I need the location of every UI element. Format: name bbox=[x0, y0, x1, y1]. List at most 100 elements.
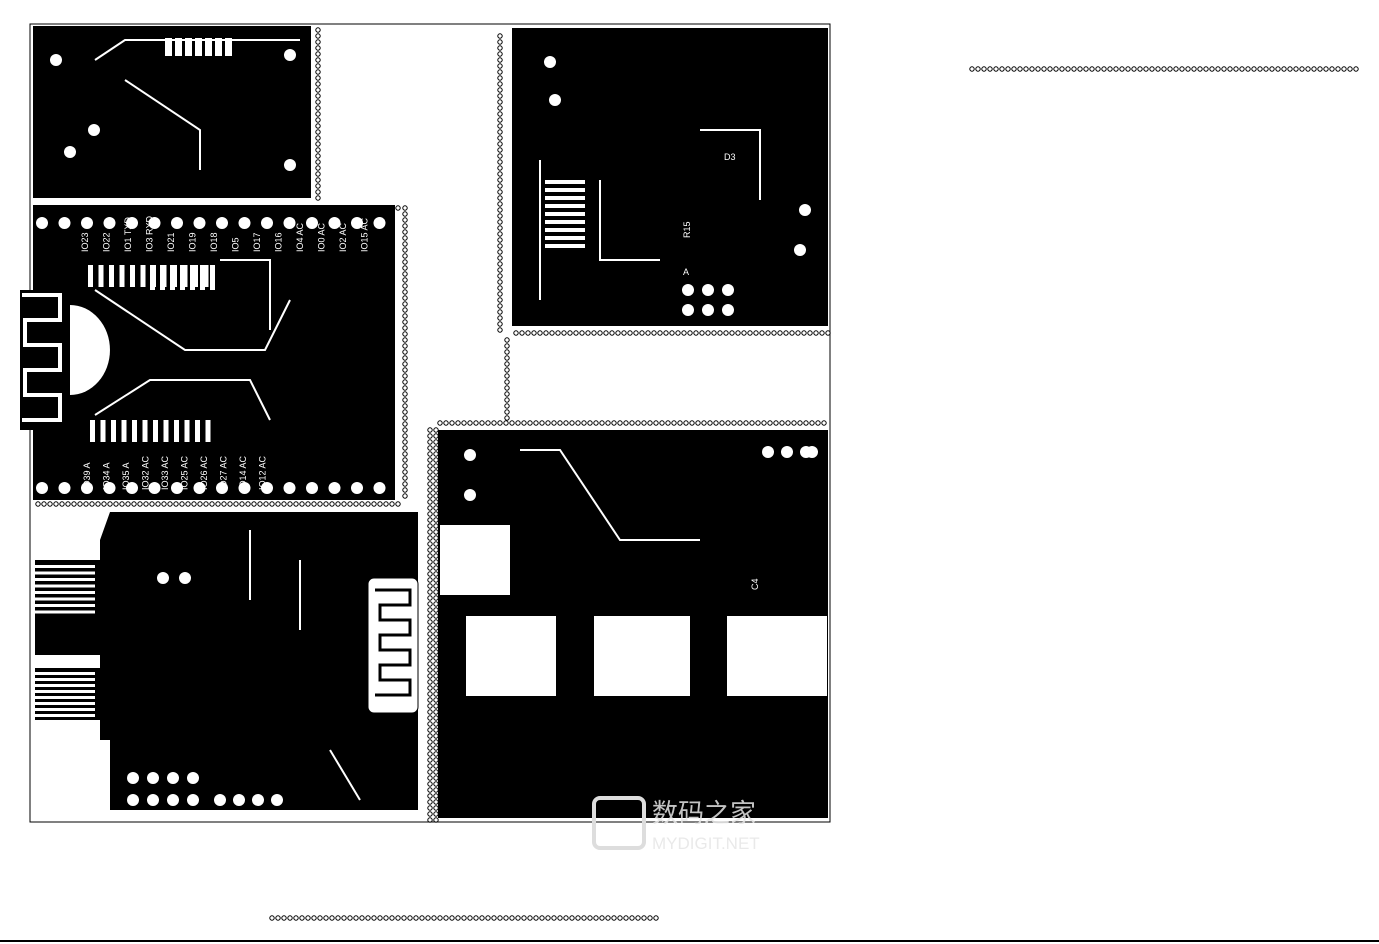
watermark-logo: 数码之家 MYDIGIT.NET bbox=[592, 796, 760, 853]
via bbox=[599, 420, 605, 426]
module-cutout-1 bbox=[466, 616, 556, 696]
via bbox=[427, 733, 433, 739]
via bbox=[497, 285, 503, 291]
via bbox=[651, 330, 657, 336]
via bbox=[497, 159, 503, 165]
via bbox=[1155, 66, 1161, 72]
via bbox=[315, 81, 321, 87]
via bbox=[433, 739, 439, 745]
ic-pad bbox=[545, 180, 585, 184]
via bbox=[491, 915, 497, 921]
via bbox=[402, 355, 408, 361]
header-pad bbox=[283, 217, 296, 229]
via bbox=[353, 501, 359, 507]
via bbox=[402, 373, 408, 379]
smd-pad bbox=[111, 420, 116, 442]
via bbox=[735, 330, 741, 336]
via bbox=[597, 330, 603, 336]
via bbox=[427, 493, 433, 499]
via bbox=[433, 493, 439, 499]
via bbox=[427, 529, 433, 535]
via bbox=[581, 915, 587, 921]
header-pad bbox=[58, 217, 71, 229]
via bbox=[433, 649, 439, 655]
via bbox=[681, 330, 687, 336]
via bbox=[89, 501, 95, 507]
via bbox=[402, 289, 408, 295]
via bbox=[359, 501, 365, 507]
via bbox=[563, 915, 569, 921]
via bbox=[107, 501, 113, 507]
via bbox=[999, 66, 1005, 72]
via bbox=[427, 649, 433, 655]
edge-finger bbox=[35, 565, 95, 568]
pin-label: IO32 AC bbox=[141, 455, 151, 490]
via bbox=[525, 330, 531, 336]
header-pad bbox=[351, 482, 363, 494]
via bbox=[427, 601, 433, 607]
via bbox=[433, 769, 439, 775]
via bbox=[315, 99, 321, 105]
via bbox=[504, 337, 510, 343]
via bbox=[427, 745, 433, 751]
via bbox=[315, 93, 321, 99]
pin-label: IO21 bbox=[166, 232, 176, 252]
header-pad bbox=[328, 482, 341, 494]
via bbox=[433, 775, 439, 781]
via bbox=[1329, 66, 1335, 72]
pin-label: IO17 bbox=[252, 232, 262, 252]
smd-pad bbox=[225, 38, 232, 56]
via bbox=[402, 415, 408, 421]
via bbox=[427, 685, 433, 691]
via bbox=[617, 420, 623, 426]
via bbox=[557, 915, 563, 921]
smd-pad bbox=[150, 265, 155, 290]
via bbox=[433, 625, 439, 631]
via bbox=[497, 201, 503, 207]
via bbox=[433, 445, 439, 451]
via bbox=[427, 721, 433, 727]
via bbox=[801, 330, 807, 336]
via bbox=[433, 547, 439, 553]
via bbox=[497, 51, 503, 57]
pin-pad bbox=[722, 284, 734, 296]
via bbox=[315, 135, 321, 141]
via bbox=[413, 915, 419, 921]
via bbox=[427, 445, 433, 451]
via bbox=[245, 205, 251, 211]
header-pad bbox=[103, 217, 116, 229]
via bbox=[497, 255, 503, 261]
via bbox=[605, 420, 611, 426]
header-pad bbox=[103, 482, 116, 494]
via bbox=[402, 283, 408, 289]
via bbox=[425, 915, 431, 921]
via bbox=[173, 205, 179, 211]
via bbox=[315, 69, 321, 75]
via bbox=[433, 811, 439, 817]
via bbox=[633, 330, 639, 336]
via bbox=[71, 501, 77, 507]
via bbox=[427, 727, 433, 733]
via bbox=[497, 171, 503, 177]
smd-pad bbox=[119, 265, 125, 287]
edge-finger bbox=[35, 684, 95, 687]
via bbox=[635, 915, 641, 921]
via bbox=[433, 601, 439, 607]
via bbox=[504, 385, 510, 391]
via bbox=[1245, 66, 1251, 72]
via bbox=[427, 451, 433, 457]
via bbox=[1107, 66, 1113, 72]
via bbox=[427, 625, 433, 631]
via bbox=[137, 501, 143, 507]
via bbox=[467, 915, 473, 921]
via bbox=[1287, 66, 1293, 72]
via bbox=[402, 211, 408, 217]
via bbox=[427, 799, 433, 805]
ic-pad bbox=[545, 196, 585, 200]
via bbox=[323, 915, 329, 921]
via bbox=[653, 420, 659, 426]
pin-pad bbox=[127, 772, 139, 784]
header-pad bbox=[351, 217, 363, 229]
via bbox=[1083, 66, 1089, 72]
via bbox=[41, 501, 47, 507]
